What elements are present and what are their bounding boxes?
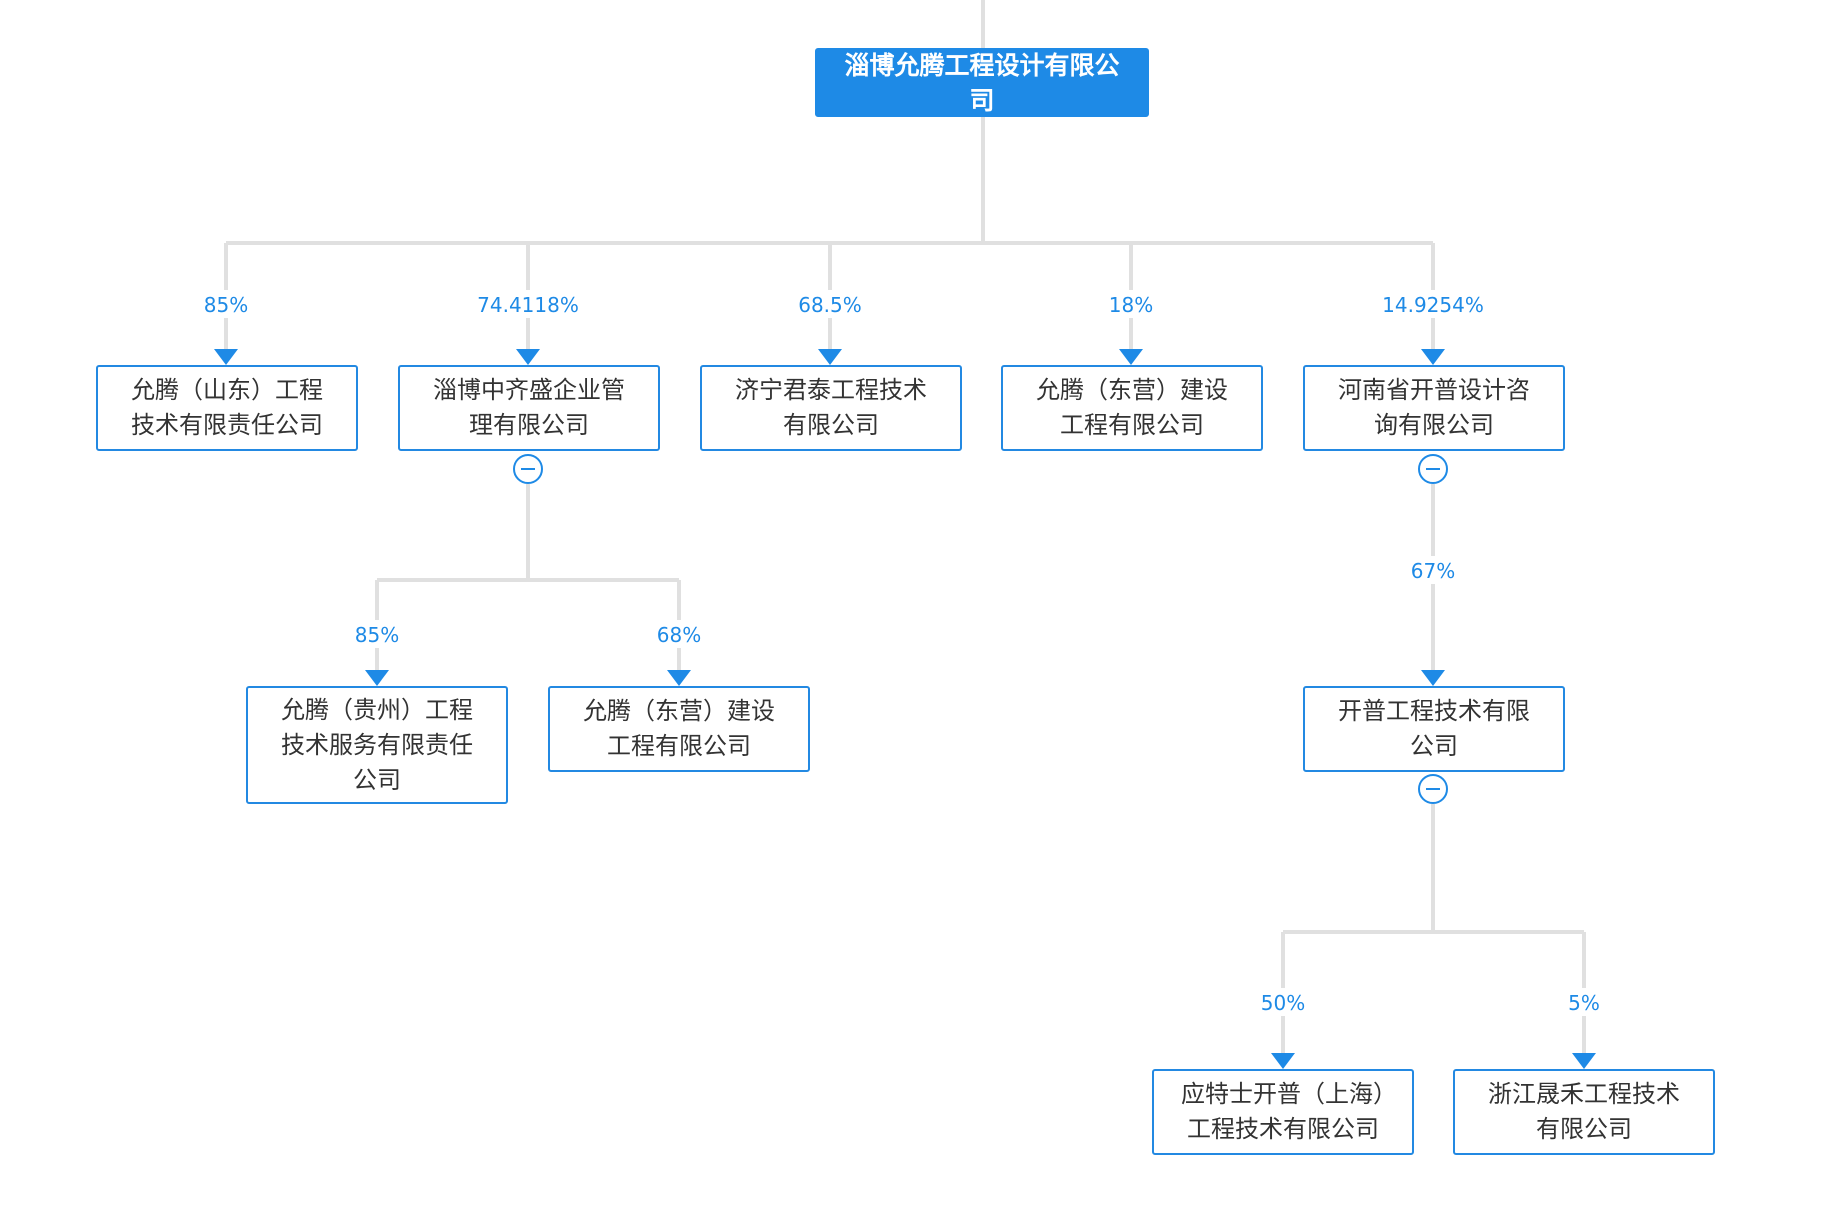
company-label: 河南省开普设计咨询有限公司 — [1338, 376, 1530, 439]
arrow-icon — [214, 349, 238, 365]
pct-label: 5% — [1562, 988, 1606, 1016]
company-node[interactable]: 允腾（东营）建设工程有限公司 — [1001, 365, 1263, 451]
collapse-icon[interactable] — [1418, 774, 1448, 804]
company-node[interactable]: 应特士开普（上海）工程技术有限公司 — [1152, 1069, 1414, 1155]
pct-label: 74.4118% — [476, 290, 580, 318]
pct-label: 18% — [1103, 290, 1159, 318]
arrow-icon — [667, 670, 691, 686]
company-label: 应特士开普（上海）工程技术有限公司 — [1181, 1080, 1385, 1143]
svg-text:5%: 5% — [1568, 991, 1600, 1015]
arrow-icon — [365, 670, 389, 686]
collapse-icon[interactable] — [513, 454, 543, 484]
company-label: 济宁君泰工程技术有限公司 — [735, 376, 927, 439]
arrow-icon — [1572, 1053, 1596, 1069]
pct-label: 68% — [651, 620, 707, 648]
arrow-icon — [1271, 1053, 1295, 1069]
company-node[interactable]: 允腾（山东）工程技术有限责任公司 — [96, 365, 358, 451]
svg-text:18%: 18% — [1109, 293, 1153, 317]
company-label: 允腾（贵州）工程技术服务有限责任公司 — [281, 695, 473, 794]
company-node[interactable]: 允腾（贵州）工程技术服务有限责任公司 — [246, 686, 508, 804]
pct-label: 68.5% — [795, 290, 865, 318]
svg-text:74.4118%: 74.4118% — [477, 293, 579, 317]
company-label: 浙江晟禾工程技术有限公司 — [1488, 1080, 1680, 1143]
svg-text:67%: 67% — [1411, 559, 1455, 583]
pct-label: 85% — [349, 620, 405, 648]
svg-text:85%: 85% — [204, 293, 248, 317]
arrow-icon — [1421, 670, 1445, 686]
company-label: 开普工程技术有限公司 — [1338, 697, 1530, 760]
svg-text:68%: 68% — [657, 623, 701, 647]
root-company-node[interactable]: 淄博允腾工程设计有限公司 — [815, 48, 1149, 117]
svg-text:85%: 85% — [355, 623, 399, 647]
pct-label: 67% — [1405, 556, 1461, 584]
pct-label: 85% — [196, 290, 256, 318]
company-node[interactable]: 河南省开普设计咨询有限公司 — [1303, 365, 1565, 451]
company-node[interactable]: 淄博中齐盛企业管理有限公司 — [398, 365, 660, 451]
company-label: 允腾（东营）建设工程有限公司 — [1036, 376, 1228, 439]
svg-text:50%: 50% — [1261, 991, 1305, 1015]
root-company-label: 淄博允腾工程设计有限公司 — [844, 50, 1120, 115]
arrow-icon — [516, 349, 540, 365]
arrow-icon — [1421, 349, 1445, 365]
company-node[interactable]: 开普工程技术有限公司 — [1303, 686, 1565, 772]
arrow-icon — [1119, 349, 1143, 365]
arrow-icon — [818, 349, 842, 365]
company-label: 淄博中齐盛企业管理有限公司 — [433, 376, 625, 439]
company-label: 允腾（山东）工程技术有限责任公司 — [131, 376, 323, 439]
company-node[interactable]: 济宁君泰工程技术有限公司 — [700, 365, 962, 451]
svg-text:14.9254%: 14.9254% — [1382, 293, 1484, 317]
pct-label: 14.9254% — [1381, 290, 1485, 318]
collapse-icon[interactable] — [1418, 454, 1448, 484]
company-label: 允腾（东营）建设工程有限公司 — [583, 697, 775, 760]
company-node[interactable]: 允腾（东营）建设工程有限公司 — [548, 686, 810, 772]
pct-label: 50% — [1255, 988, 1311, 1016]
company-node[interactable]: 浙江晟禾工程技术有限公司 — [1453, 1069, 1715, 1155]
svg-text:68.5%: 68.5% — [798, 293, 862, 317]
